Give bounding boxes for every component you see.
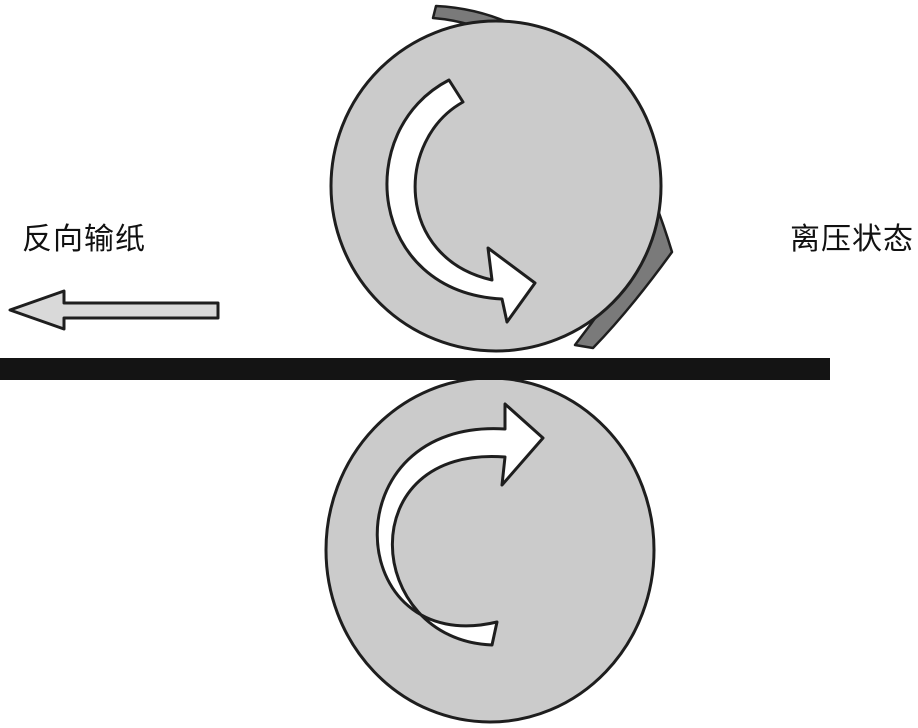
paper-sheet (0, 358, 830, 380)
upper-roller-rotation-arrow (385, 78, 537, 324)
feed-direction-label: 反向输纸 (22, 222, 146, 257)
state-label: 离压状态 (790, 222, 914, 257)
lower-roller-rotation-arrow (375, 402, 545, 647)
feed-direction-arrow (8, 289, 220, 331)
upper-roller (329, 19, 663, 353)
